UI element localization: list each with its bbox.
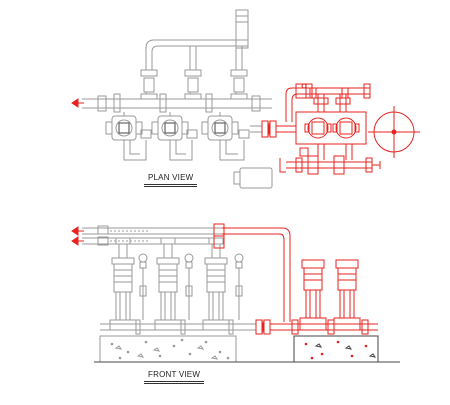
plan-pump-3 [201,112,239,141]
plan-red-header [285,83,371,122]
plan-riser [235,9,249,49]
plan-inlet-arrow [71,98,84,108]
plan-connection [250,125,262,133]
plan-red-pump-1 [304,117,332,139]
plan-pump-2 [151,112,189,141]
plan-pressure-tank [368,106,420,158]
plan-junction-valves [261,120,292,138]
plan-red-pump-frame [295,111,367,145]
plan-pump-1 [105,112,143,141]
front-concrete-base [99,335,237,363]
plan-discharge-branches [140,69,248,93]
plan-red-links [279,125,296,173]
front-view-accent [71,223,379,363]
plan-control-box [233,167,273,189]
front-red-header [213,223,291,322]
front-pump-2 [154,253,194,331]
front-red-base [293,335,379,363]
front-inlet-arrows [71,226,84,246]
plan-view-label: PLAN VIEW [144,173,198,187]
plan-upper-header [145,39,248,70]
plan-main-header [82,95,272,112]
front-red-pump-1 [299,259,327,331]
plan-red-suction [286,144,381,175]
front-pump-1 [109,253,148,331]
plan-view [82,9,273,189]
front-pump-3 [202,253,244,331]
front-suction-header [100,319,256,335]
front-junction-valves [255,319,378,335]
front-branch-risers [115,237,224,259]
plan-suction-lines [123,129,250,161]
front-view-label: FRONT VIEW [144,370,205,384]
plan-red-pump-2 [332,117,360,139]
front-view [82,225,256,363]
plan-branch-flanges [113,92,248,113]
front-headers [82,225,222,246]
front-red-pump-2 [333,259,361,331]
plan-view-accent [71,83,420,175]
